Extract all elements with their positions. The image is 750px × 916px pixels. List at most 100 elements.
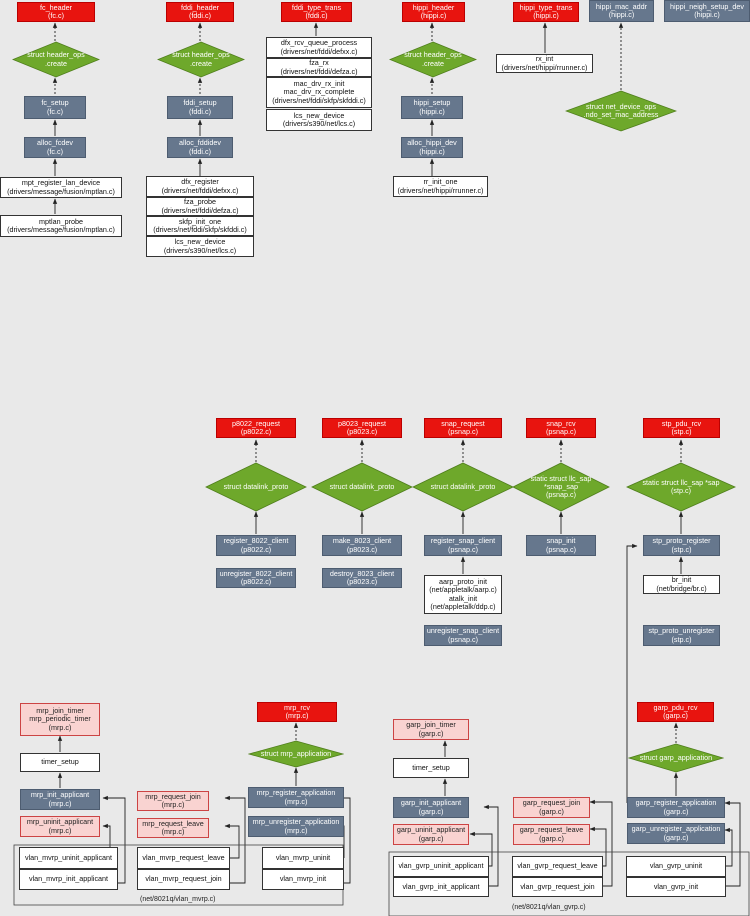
node-text: unregister_8022_client (219, 568, 293, 578)
diamond-text: struct net_device_ops (586, 101, 656, 111)
node-text: mptlan_probe (39, 216, 83, 226)
node-text: dfx_rcv_queue_process (280, 38, 358, 48)
node-text: (hippi.c) (533, 11, 559, 20)
diamond-shape (205, 462, 307, 512)
node-text: fza_probe (184, 197, 216, 207)
node-text: fc_setup (41, 98, 69, 108)
node-vlan-gvrp-init-applicant: vlan_gvrp_init_applicant (393, 877, 489, 897)
node-unregister-snap-client: unregister_snap_client(psnap.c) (424, 625, 502, 646)
node-mptlan-probe: mptlan_probe(drivers/message/fusion/mptl… (0, 215, 122, 237)
node-text: timer_setup (412, 762, 450, 772)
diamond-text: .create (422, 58, 444, 68)
node-text: (drivers/s390/net/lcs.c) (163, 245, 237, 255)
node-mrp-request-join: mrp_request_join(mrp.c) (137, 791, 209, 811)
node-dfx-register: dfx_register(drivers/net/fddi/defxx.c) (146, 176, 254, 197)
node-garp-pdu-rcv: garp_pdu_rcv(garp.c) (637, 702, 714, 722)
node-text: snap_init (546, 536, 576, 546)
diamond-shape (311, 462, 413, 512)
node-text: mrp_uninit_applicant (26, 817, 94, 827)
node-text: garp_uninit_applicant (396, 825, 466, 835)
diamond-shape (626, 462, 736, 512)
node-text: (mrp.c) (48, 825, 72, 835)
node-text: vlan_mvrp_request_join (145, 874, 222, 884)
node-text: lcs_new_device (174, 237, 226, 247)
node-hippi-header: hippi_header(hippi.c) (402, 2, 465, 22)
node-lcs-new-device-a: lcs_new_device(drivers/s390/net/lcs.c) (146, 236, 254, 257)
diamond-dl-snap: struct datalink_proto (412, 462, 514, 512)
node-text: hippi_setup (413, 98, 451, 108)
node-text: (net/appletalk/aarp.c) (429, 585, 497, 595)
node-garp-unregister-application: garp_unregister_application(garp.c) (627, 823, 725, 844)
node-timer-setup-a: timer_setup (20, 753, 100, 772)
node-text: (drivers/net/fddi/defxx.c) (161, 185, 239, 195)
gvrp-file-label: (net/8021q/vlan_gvrp.c) (512, 904, 586, 911)
node-register-snap-client: register_snap_client(psnap.c) (424, 535, 502, 556)
node-text: alloc_fcdev (37, 138, 73, 148)
node-p8023-request: p8023_request(p8023.c) (322, 418, 402, 438)
node-hippi-mac-addr: hippi_mac_addr(hippi.c) (589, 0, 654, 22)
node-text: alloc_fddidev (179, 138, 221, 148)
node-text: (garp.c) (418, 833, 444, 843)
node-text: hippi_mac_addr (595, 1, 648, 11)
node-text: (psnap.c) (448, 544, 478, 554)
node-hippi-type-trans: hippi_type_trans(hippi.c) (513, 2, 579, 22)
node-text: hippi_neigh_setup_dev (670, 1, 744, 11)
diamond-text: struct datalink_proto (329, 481, 395, 491)
diamond-text: .ndo_set_mac_address (583, 110, 659, 119)
diamond-text: .create (45, 58, 67, 68)
node-text: (garp.c) (539, 806, 564, 816)
node-text: mrp_join_timer (36, 705, 84, 715)
node-text: (hippi.c) (420, 11, 447, 20)
diamond-shape (389, 41, 477, 78)
node-vlan-mvrp-uninit-applicant: vlan_mvrp_uninit_applicant (19, 847, 118, 869)
node-text: register_snap_client (430, 536, 496, 546)
node-text: (drivers/message/fusion/mptlan.c) (7, 186, 115, 196)
node-text: (mrp.c) (48, 798, 72, 808)
node-timer-setup-b: timer_setup (393, 758, 469, 778)
node-mrp-register-application: mrp_register_application(mrp.c) (248, 787, 344, 808)
diamond-garp-app: struct garp_application (628, 743, 724, 773)
node-skfp-init-one: skfp_init_one(drivers/net/fddi/skfp/skfd… (146, 216, 254, 236)
node-garp-uninit-applicant: garp_uninit_applicant(garp.c) (393, 824, 469, 845)
diamond-text: struct datalink_proto (223, 481, 289, 491)
node-text: hippi_type_trans (519, 2, 573, 12)
node-text: timer_setup (41, 757, 79, 767)
node-text: mrp_unregister_application (252, 817, 340, 827)
node-text: garp_request_join (522, 798, 581, 808)
node-p8022-request: p8022_request(p8022.c) (216, 418, 296, 438)
node-dfx-rcv-queue-process: dfx_rcv_queue_process(drivers/net/fddi/d… (266, 37, 372, 58)
diamond-shape (628, 743, 724, 773)
diamond-shape (12, 41, 100, 78)
node-text: snap_request (441, 418, 485, 428)
node-text: (hippi.c) (694, 10, 720, 19)
diamond-dl-8023: struct datalink_proto (311, 462, 413, 512)
node-fddi-header: fddi_header(fddi.c) (166, 2, 234, 22)
node-mrp-unregister-application: mrp_unregister_application(mrp.c) (248, 816, 344, 837)
node-text: (fc.c) (47, 106, 63, 116)
node-text: (drivers/net/fddi/skfp/skfddi.c) (153, 225, 247, 234)
diamond-text: .create (190, 58, 212, 68)
node-text: (p8023.c) (346, 577, 378, 586)
node-fza-probe: fza_probe(drivers/net/fddi/defza.c) (146, 197, 254, 216)
node-fc-setup: fc_setup(fc.c) (24, 96, 86, 119)
node-vlan-mvrp-init: vlan_mvrp_init (262, 869, 344, 890)
node-mpt-register-lan-device: mpt_register_lan_device(drivers/message/… (0, 177, 122, 198)
diamond-llc-snap: static struct llc_sap*snap_sap(psnap.c) (512, 462, 610, 512)
diamond-fddi-ops: struct header_ops.create (157, 41, 245, 78)
node-text: mrp_register_application (256, 788, 336, 798)
node-vlan-gvrp-uninit: vlan_gvrp_uninit (626, 856, 726, 877)
node-text: (drivers/net/fddi/defxx.c) (280, 46, 358, 56)
node-text: (fddi.c) (189, 106, 211, 116)
node-text: skfp_init_one (178, 216, 222, 226)
node-text: mrp_request_join (145, 791, 201, 801)
diamond-shape (412, 462, 514, 512)
node-text: fddi_header (181, 2, 219, 12)
node-text: garp_pdu_rcv (653, 702, 698, 712)
node-text: (psnap.c) (448, 427, 478, 436)
node-stp-proto-register: stp_proto_register(stp.c) (643, 535, 720, 556)
node-text: stp_proto_register (652, 536, 711, 546)
node-text: (mrp.c) (161, 827, 185, 836)
node-hippi-neigh-setup-dev: hippi_neigh_setup_dev(hippi.c) (664, 0, 750, 22)
node-text: rx_int (535, 54, 554, 64)
node-text: garp_unregister_application (631, 824, 721, 834)
